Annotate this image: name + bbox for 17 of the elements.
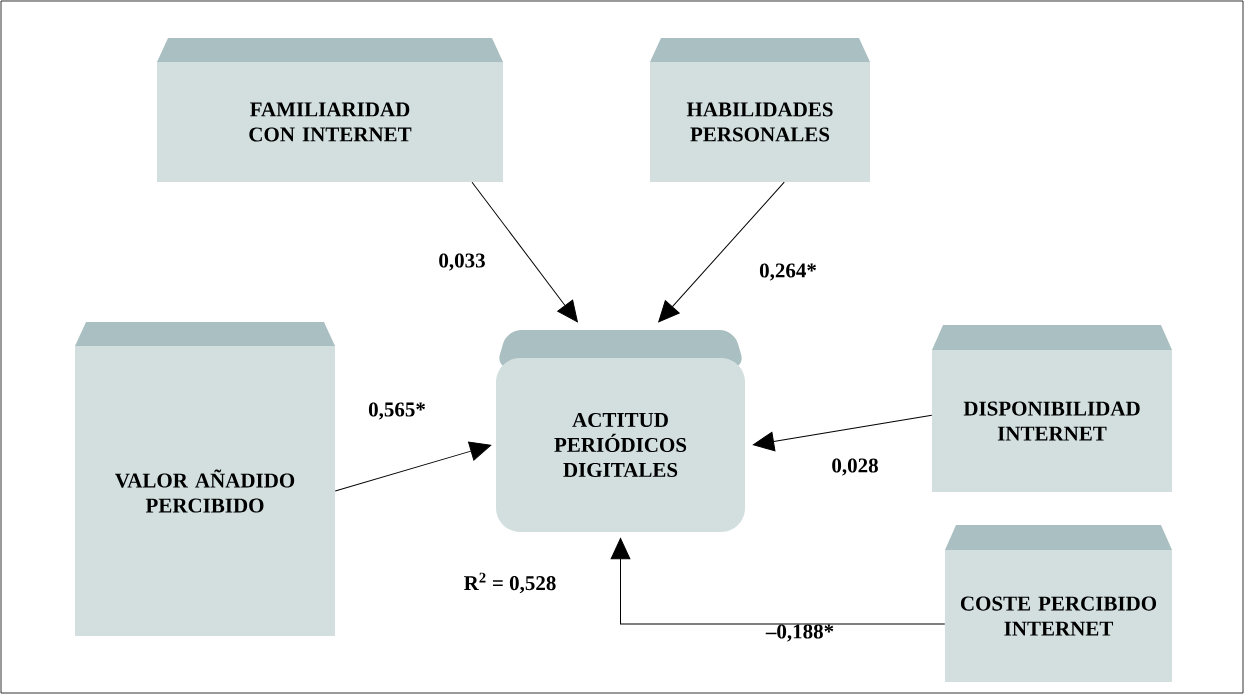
arrow (610, 537, 946, 625)
edge-label: 0,033 (439, 253, 485, 271)
edge-label: –0,188* (765, 624, 834, 642)
box: DISPONIBILIDAD INTERNET (932, 325, 1172, 492)
box: FAMILIARIDAD CON INTERNET (157, 38, 503, 182)
edge-label: 0,565* (368, 402, 425, 420)
arrow (658, 181, 785, 323)
arrow (752, 414, 933, 452)
box: ACTITUD PERIÓDICOS DIGITALES (496, 330, 745, 532)
edge-label: 0,264* (759, 263, 816, 281)
box: COSTE PERCIBIDO INTERNET (945, 525, 1172, 682)
box: HABILIDADES PERSONALES (650, 38, 870, 182)
arrow (471, 181, 578, 323)
edge-label: 0,028 (832, 458, 878, 476)
box: VALOR AÑADIDO PERCIBIDO (75, 322, 335, 636)
r-squared-label: R$^{2}$ = 0,528 (464, 572, 556, 594)
arrow (334, 441, 492, 492)
